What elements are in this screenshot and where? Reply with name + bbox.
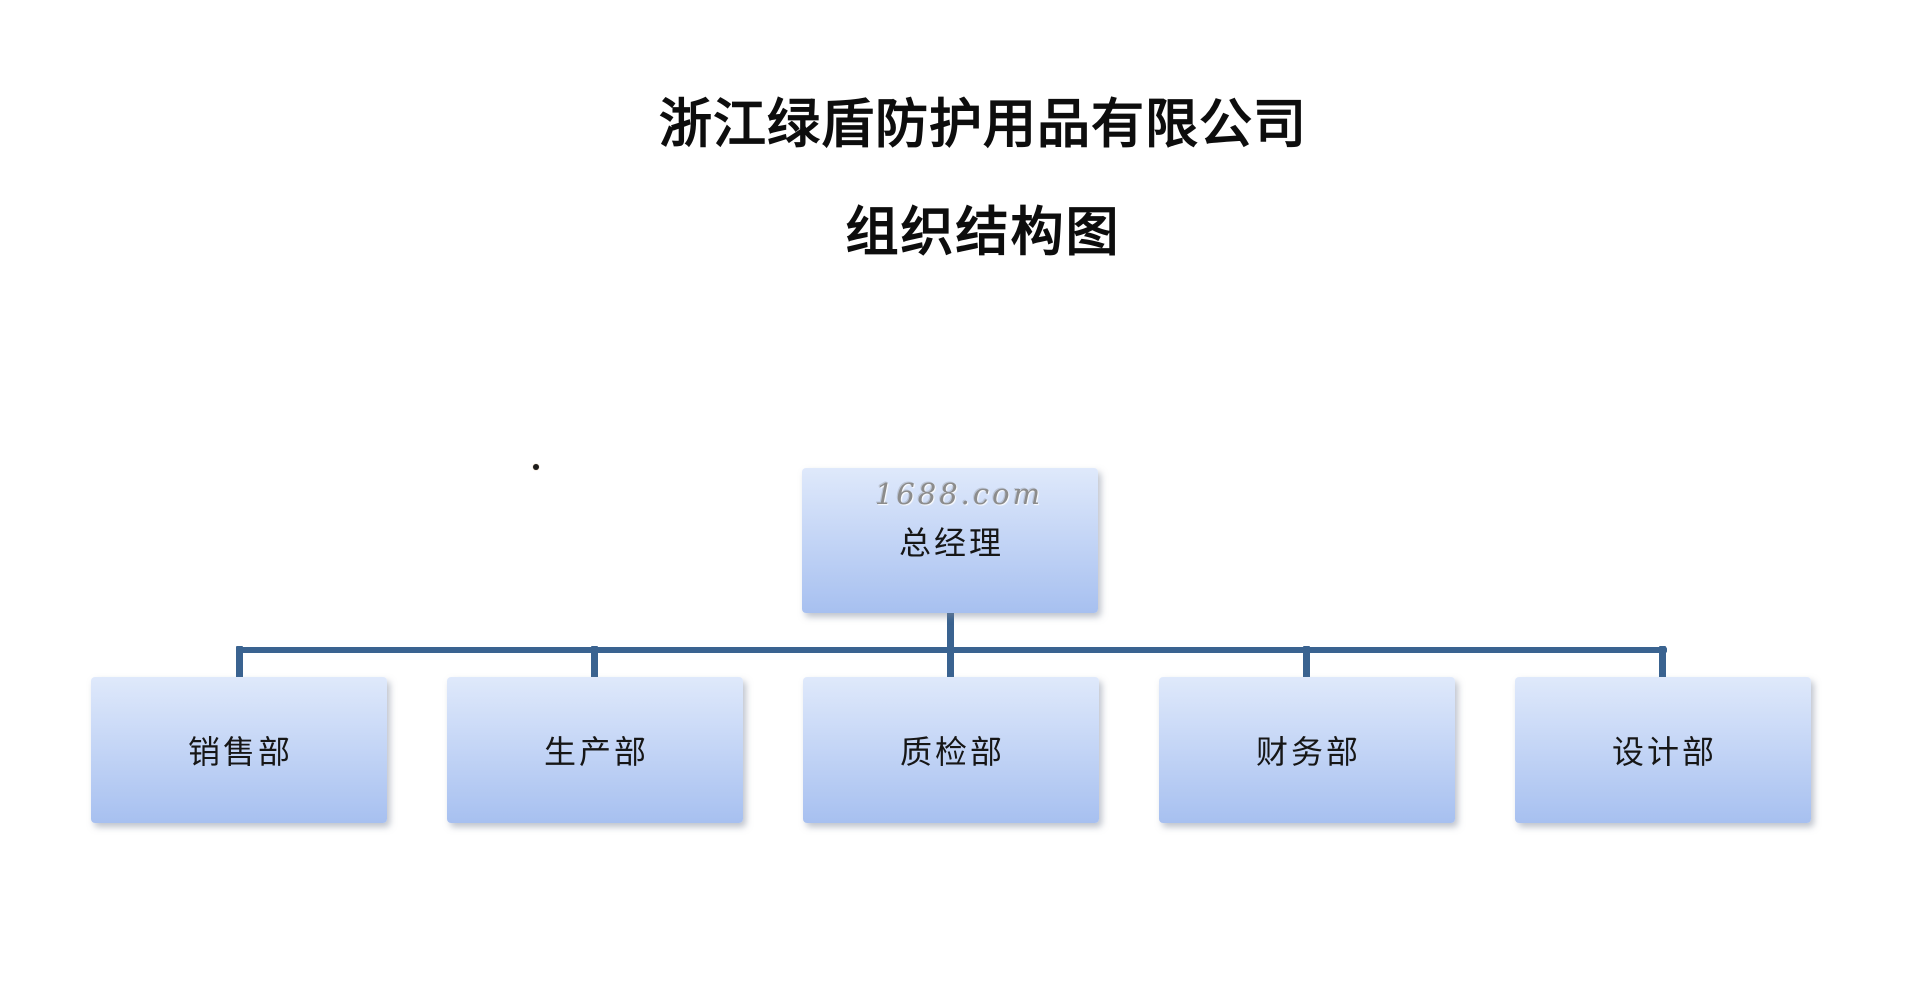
org-box-label: 总经理 [898, 524, 1004, 561]
connector-drop-production [591, 646, 598, 678]
dept-box-quality: 质检部 [803, 677, 1099, 823]
dept-box-label: 销售部 [187, 734, 293, 770]
dept-box-label: 财务部 [1255, 734, 1361, 770]
dept-box-label: 质检部 [899, 734, 1005, 770]
connector-drop-design [1659, 646, 1666, 678]
chart-title: 组织结构图 [845, 203, 1121, 262]
connector-root-drop [947, 610, 954, 678]
dept-box-design: 设计部 [1515, 677, 1811, 823]
watermark-1688: 1688.com [874, 477, 1044, 511]
org-box-general-manager: 1688.com 总经理 [802, 468, 1098, 613]
dept-box-finance: 财务部 [1159, 677, 1455, 823]
dept-box-production: 生产部 [447, 677, 743, 823]
company-title: 浙江绿盾防护用品有限公司 [659, 95, 1307, 154]
dept-box-label: 设计部 [1611, 734, 1717, 770]
stray-dot-artifact [533, 464, 539, 470]
connector-drop-sales [236, 646, 243, 678]
dept-box-label: 生产部 [543, 734, 649, 770]
connector-drop-finance [1303, 646, 1310, 678]
dept-box-sales: 销售部 [91, 677, 387, 823]
